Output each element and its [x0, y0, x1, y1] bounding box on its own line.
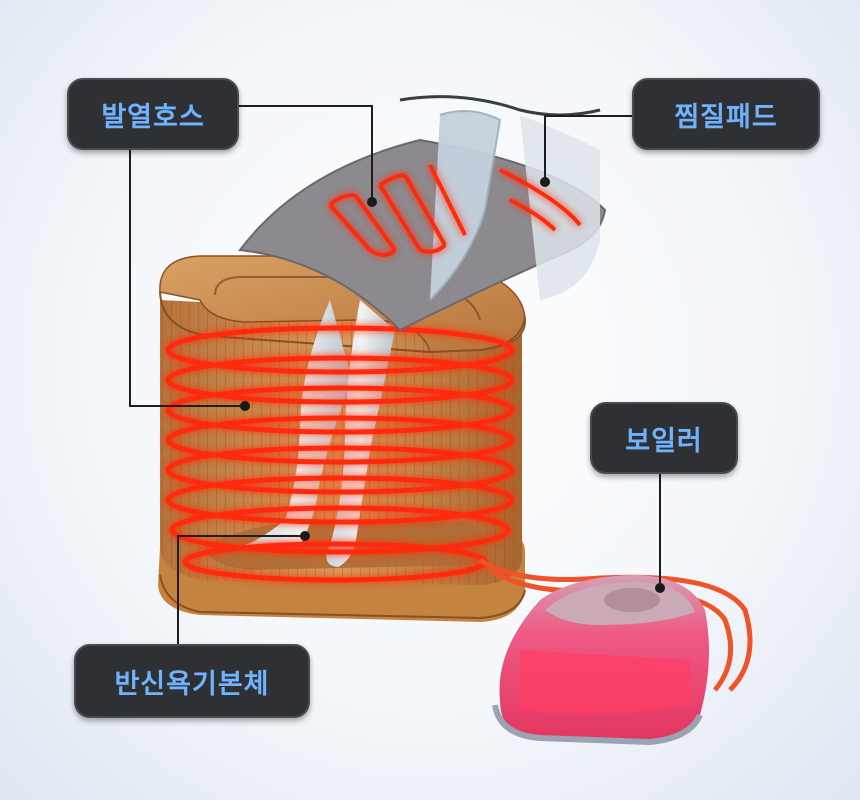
- half-bath-body: [158, 256, 525, 622]
- boiler: [495, 575, 709, 742]
- label-heating-hose: 발열호스: [67, 78, 239, 150]
- label-boiler: 보일러: [590, 402, 738, 474]
- label-half-bath-body: 반신욕기본체: [74, 644, 310, 718]
- label-steam-pad: 찜질패드: [632, 78, 820, 150]
